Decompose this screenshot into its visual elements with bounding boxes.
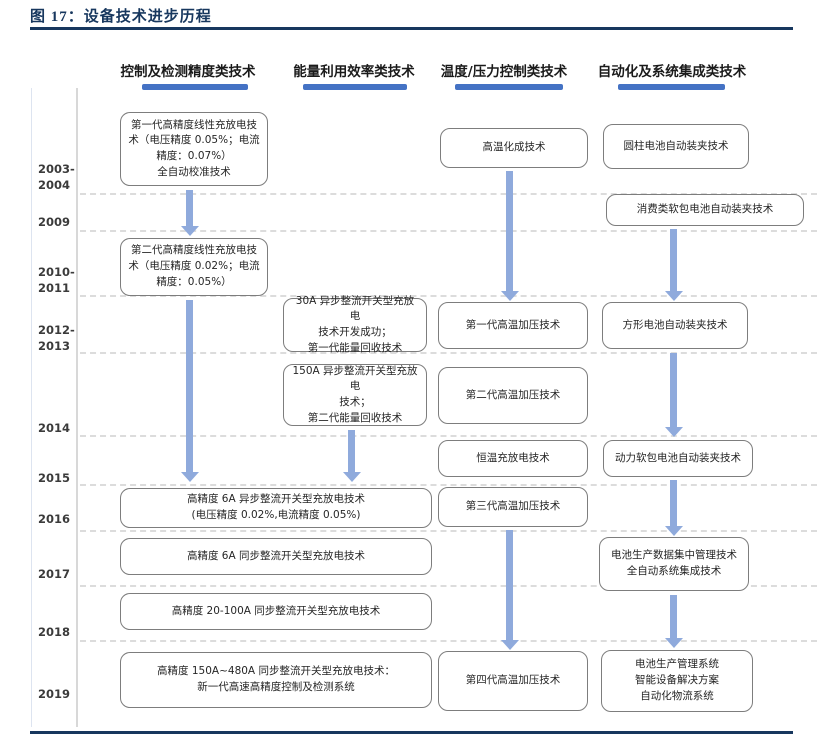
tech-box-gen2-linear-charge: 第二代高精度线性充放电技术（电压精度 0.02%；电流精度：0.05%） [120,238,268,296]
tech-box-150-480a-sync-rectifier: 高精度 150A~480A 同步整流开关型充放电技术： 新一代高速高精度控制及检… [120,652,432,708]
timeline-arrow-gen2-to-6a [186,300,193,472]
tech-box-production-data-mgmt: 电池生产数据集中管理技术 全自动系统集成技术 [599,537,749,591]
column-header-bar [142,84,248,90]
tech-box-prismatic-auto-clamp: 方形电池自动装夹技术 [602,302,748,349]
tech-box-gen1-linear-charge: 第一代高精度线性充放电技术（电压精度 0.05%；电流精度：0.07%） 全自动… [120,112,268,186]
dashed-gridline-2018 [80,640,817,642]
column-header-energy-efficiency: 能量利用效率类技术 [293,64,415,80]
year-label-2003-2004: 2003- 2004 [38,162,75,192]
tech-box-gen4-high-temp-pressure: 第四代高温加压技术 [438,651,588,711]
timeline-arrow-consumer-to-prismatic [670,229,677,291]
timeline-arrow-data-mgmt-to-mes [670,595,677,638]
tech-box-constant-temp-charge: 恒温充放电技术 [438,440,588,477]
timeline-arrow-energy-recovery-down [348,430,355,472]
tech-box-30a-async-energy-recovery: 30A 异步整流开关型充放电 技术开发成功； 第一代能量回收技术 [283,295,427,354]
timeline-arrow-gen3-to-gen4-pressure [506,530,513,640]
timeline-arrow-prismatic-to-power-pouch [670,353,677,427]
diagram-left-edge [31,88,32,727]
tech-box-consumer-pouch-auto-clamp: 消费类软包电池自动装夹技术 [606,194,804,226]
timeline-arrow-formation-to-gen1-pressure [506,171,513,291]
bottom-rule [30,731,793,734]
year-label-2018: 2018 [38,625,71,639]
dashed-gridline-2014 [80,435,817,437]
year-label-2010-2011: 2010- 2011 [38,265,75,295]
year-label-2015: 2015 [38,471,71,485]
dashed-gridline-2011 [80,295,817,297]
dashed-gridline-2004 [80,193,817,195]
tech-box-cylindrical-auto-clamp: 圆柱电池自动装夹技术 [603,124,749,169]
tech-box-production-mgmt-system: 电池生产管理系统 智能设备解决方案 自动化物流系统 [601,650,753,712]
column-header-temp-pressure: 温度/压力控制类技术 [440,64,568,80]
tech-box-20-100a-sync-rectifier: 高精度 20-100A 同步整流开关型充放电技术 [120,593,432,630]
column-header-automation: 自动化及系统集成类技术 [597,64,747,80]
tech-box-high-temp-formation: 高温化成技术 [440,128,588,168]
tech-box-gen1-high-temp-pressure: 第一代高温加压技术 [438,302,588,349]
timeline-axis [76,88,78,727]
dashed-gridline-2009 [80,230,817,232]
column-header-bar [455,84,563,90]
tech-box-6a-sync-rectifier: 高精度 6A 同步整流开关型充放电技术 [120,538,432,575]
year-label-2019: 2019 [38,687,71,701]
dashed-gridline-2013 [80,352,817,354]
tech-box-gen3-high-temp-pressure: 第三代高温加压技术 [438,487,588,527]
timeline-arrow-gen1-to-gen2 [186,190,193,226]
dashed-gridline-2015 [80,484,817,486]
year-label-2017: 2017 [38,567,71,581]
dashed-gridline-2016 [80,530,817,532]
figure-title: 图 17：设备技术进步历程 [30,9,212,25]
timeline-arrow-pouch-to-data-mgmt [670,480,677,526]
year-label-2014: 2014 [38,421,71,435]
tech-box-150a-async-energy-recovery: 150A 异步整流开关型充放电 技术； 第二代能量回收技术 [283,364,427,426]
year-label-2009: 2009 [38,215,71,229]
tech-box-power-pouch-auto-clamp: 动力软包电池自动装夹技术 [603,440,753,477]
title-rule [30,27,793,30]
year-label-2012-2013: 2012- 2013 [38,323,75,353]
column-header-bar [618,84,725,90]
column-header-bar [303,84,407,90]
dashed-gridline-2017 [80,585,817,587]
column-header-control-precision: 控制及检测精度类技术 [120,64,256,80]
year-label-2016: 2016 [38,512,71,526]
tech-box-gen2-high-temp-pressure: 第二代高温加压技术 [438,367,588,424]
tech-box-6a-async-rectifier: 高精度 6A 异步整流开关型充放电技术 (电压精度 0.02%,电流精度 0.0… [120,488,432,528]
